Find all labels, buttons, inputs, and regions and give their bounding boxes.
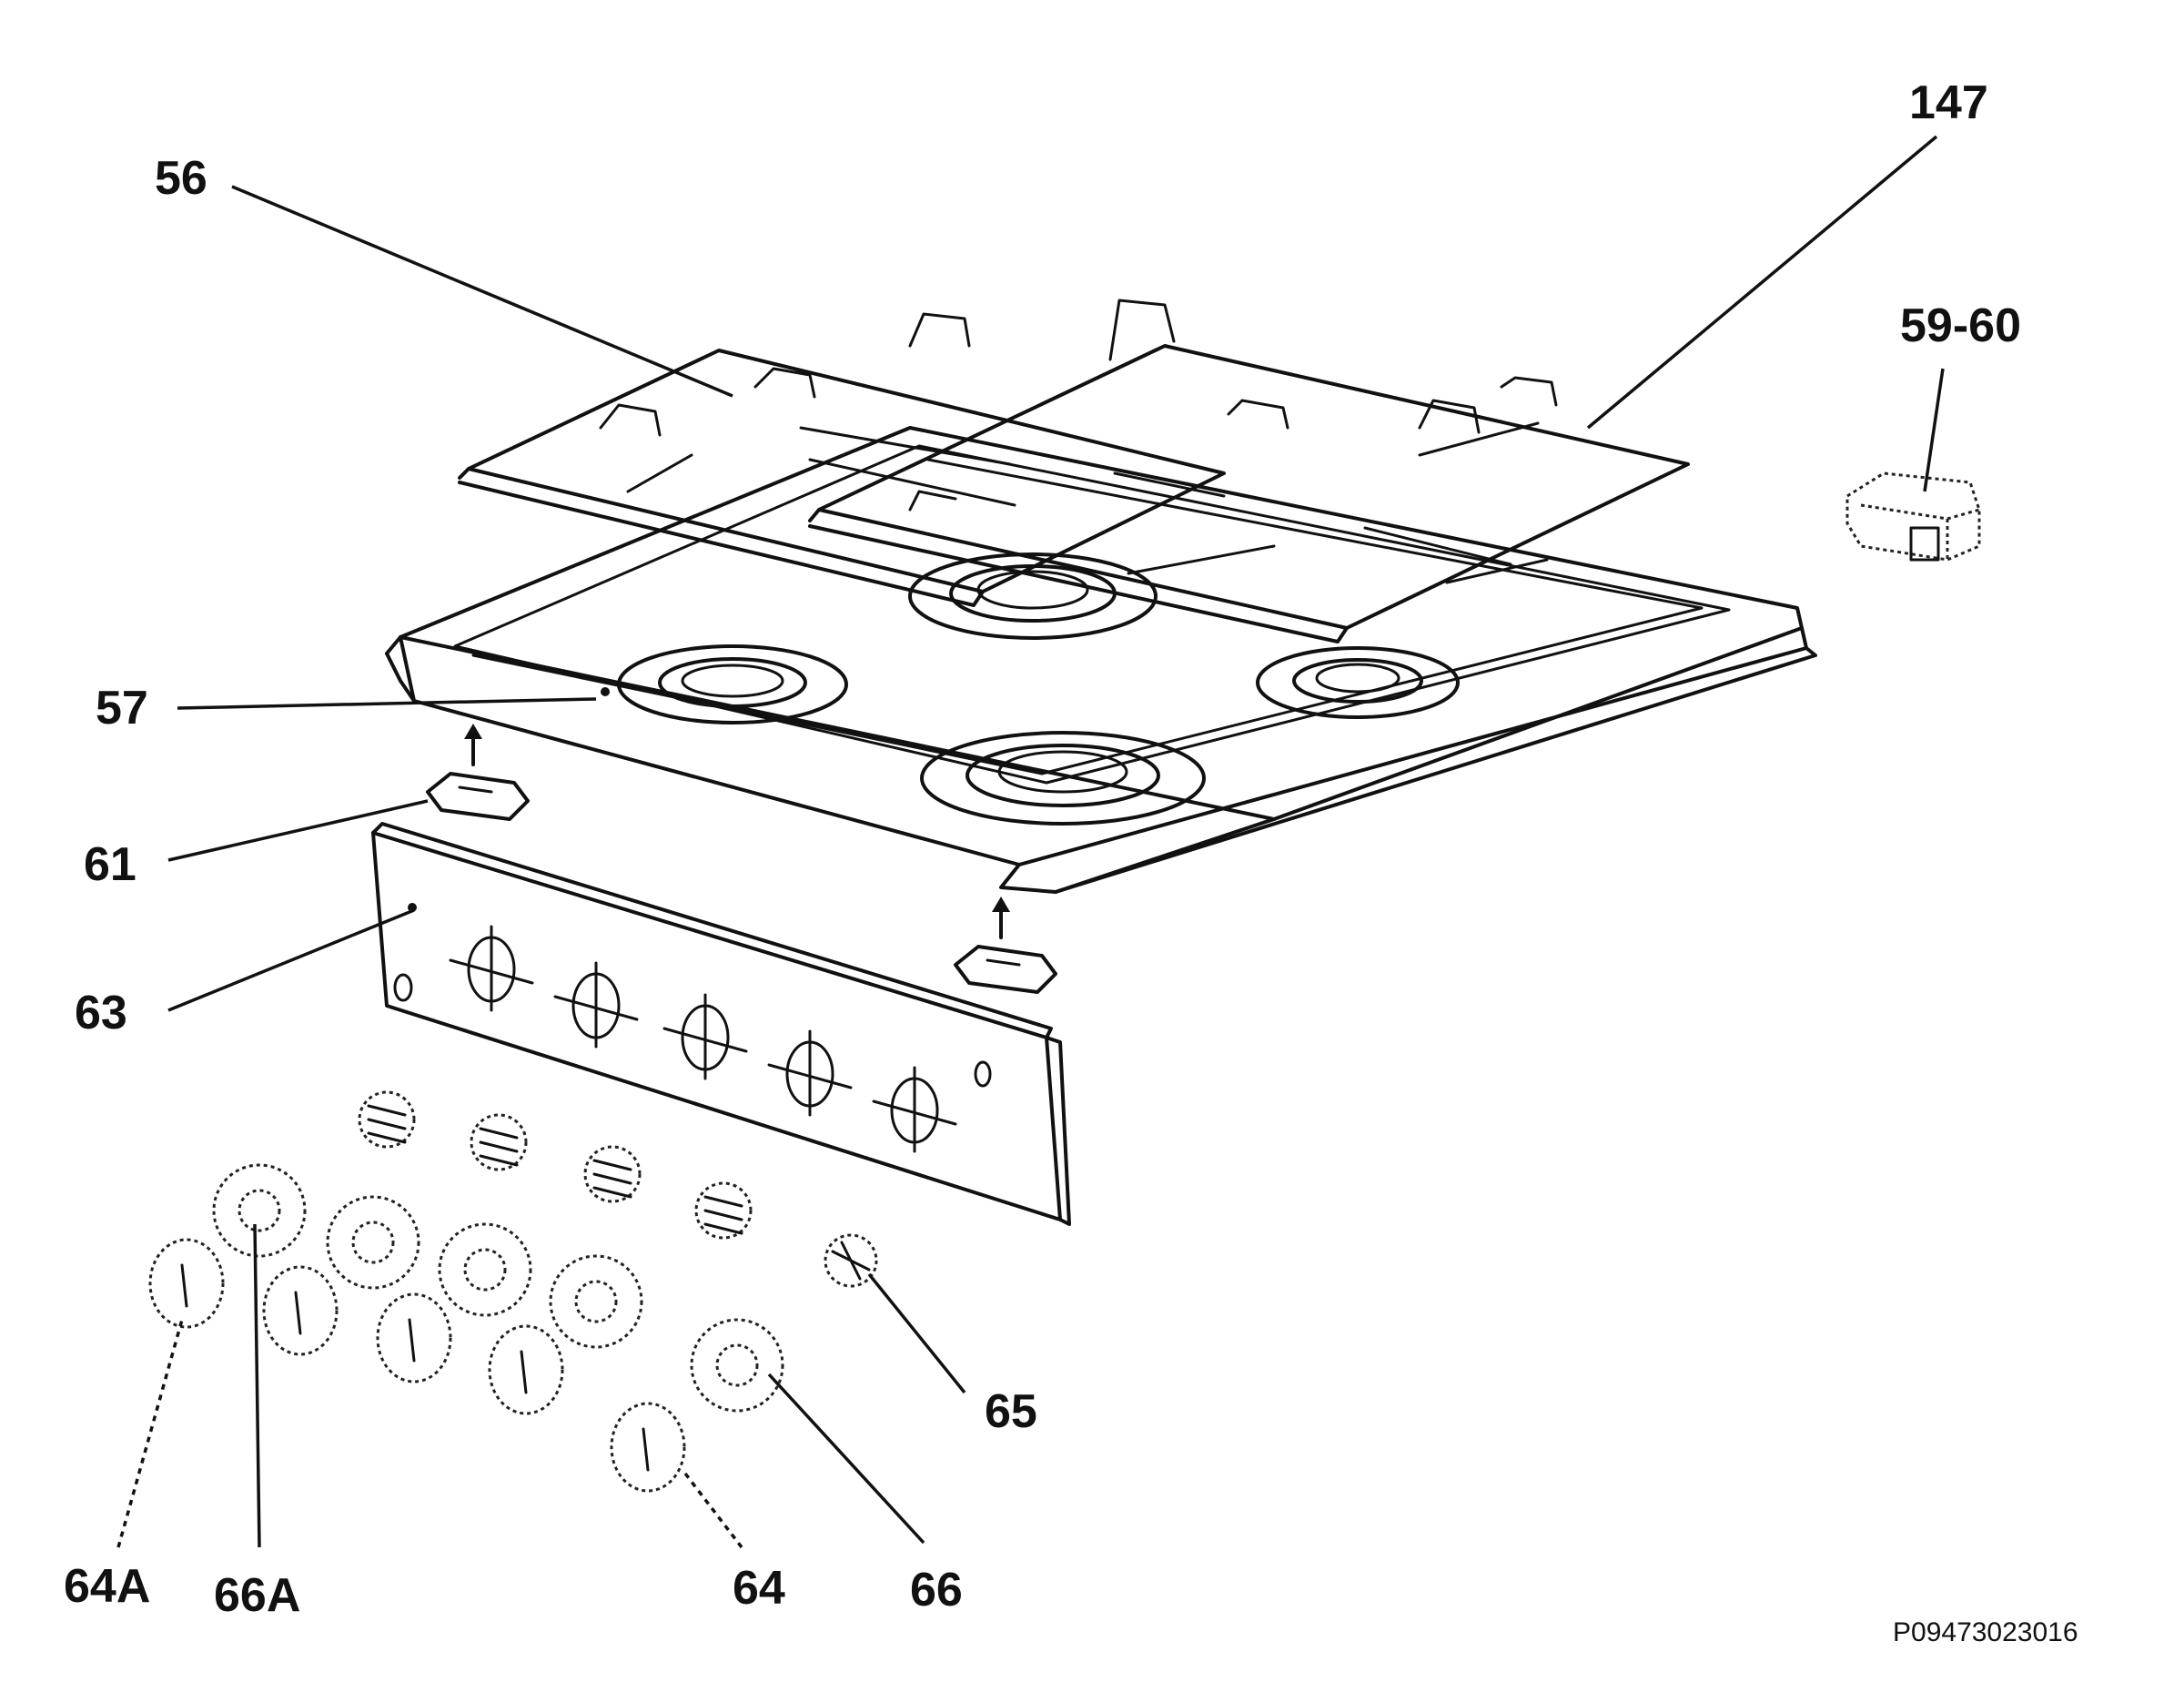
callout-65: 65 <box>985 1385 1037 1438</box>
leader-56 <box>231 185 733 398</box>
spindle-extension-2 <box>470 1113 528 1171</box>
callout-63: 63 <box>75 987 127 1039</box>
pan-support-right <box>808 299 1690 643</box>
callout-66: 66 <box>910 1564 963 1616</box>
callout-59-60: 59-60 <box>1900 299 2021 352</box>
leader-63 <box>167 908 415 1012</box>
knob-4 <box>488 1324 564 1415</box>
clip-right <box>954 897 1057 994</box>
leader-66 <box>767 1373 925 1545</box>
knob-2 <box>262 1265 339 1356</box>
spindle-extension-1 <box>358 1090 416 1149</box>
leader-64A <box>116 1319 184 1548</box>
knob-3 <box>376 1292 452 1383</box>
ignition-button <box>824 1233 878 1288</box>
reference-code: P09473023016 <box>1893 1617 2078 1647</box>
leader-66A <box>253 1223 261 1548</box>
spindle-extension-4 <box>694 1181 753 1240</box>
burner-front-center <box>920 731 1206 826</box>
control-symbol-5 <box>872 1066 957 1153</box>
control-panel <box>371 822 1071 1226</box>
bezel-5 <box>690 1318 784 1413</box>
spare-part-59-60 <box>1845 471 1981 562</box>
callout-64: 64 <box>733 1562 785 1615</box>
callout-64A: 64A <box>64 1560 150 1613</box>
callout-57: 57 <box>96 682 148 735</box>
burner-front-left <box>617 644 848 724</box>
knob-5 <box>610 1402 686 1493</box>
leader-61 <box>167 799 429 862</box>
leader-65 <box>867 1272 966 1394</box>
spindle-extension-3 <box>583 1145 642 1203</box>
bezel-2 <box>326 1195 420 1290</box>
callout-56: 56 <box>155 152 207 205</box>
control-symbol-4 <box>767 1029 853 1117</box>
pan-support-left <box>458 312 1226 607</box>
burner-right <box>1256 646 1460 719</box>
knob-1 <box>148 1238 225 1329</box>
bezel-4 <box>549 1254 643 1349</box>
callout-147: 147 <box>1909 76 1988 129</box>
leader-59-60 <box>1923 368 1945 492</box>
control-symbol-3 <box>662 993 748 1080</box>
bezel-3 <box>438 1222 532 1317</box>
callout-66A: 66A <box>214 1569 300 1622</box>
leader-57 <box>177 697 597 710</box>
leader-64 <box>681 1468 743 1549</box>
control-symbol-1 <box>449 925 534 1012</box>
control-symbol-2 <box>553 961 639 1049</box>
leader-147 <box>1586 135 1938 430</box>
bezel-1 <box>212 1163 307 1258</box>
callout-61: 61 <box>84 838 136 891</box>
clip-left <box>426 724 530 821</box>
